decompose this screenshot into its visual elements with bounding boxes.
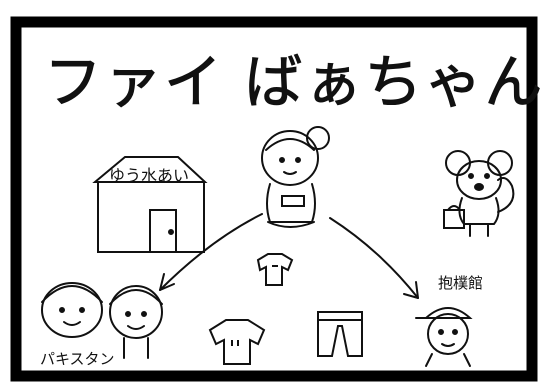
house-sign-label: ゆう水あい	[109, 166, 189, 185]
shirt-icon	[208, 319, 266, 365]
pants-icon	[317, 311, 363, 357]
title-text: ファイ ばぁちゃん	[44, 48, 544, 116]
shirt-icon	[256, 253, 294, 286]
picture-frame	[10, 16, 538, 382]
country-label: パキスタン	[40, 350, 115, 368]
arrow-right	[329, 217, 419, 299]
child-icon	[109, 285, 163, 359]
child-icon	[41, 282, 103, 338]
mouse-character-icon	[443, 150, 515, 237]
house-icon	[92, 156, 208, 253]
grandmother-icon	[261, 126, 330, 228]
man-icon	[415, 307, 473, 367]
arrow-left	[159, 213, 263, 291]
location-label: 抱樸館	[438, 274, 483, 292]
